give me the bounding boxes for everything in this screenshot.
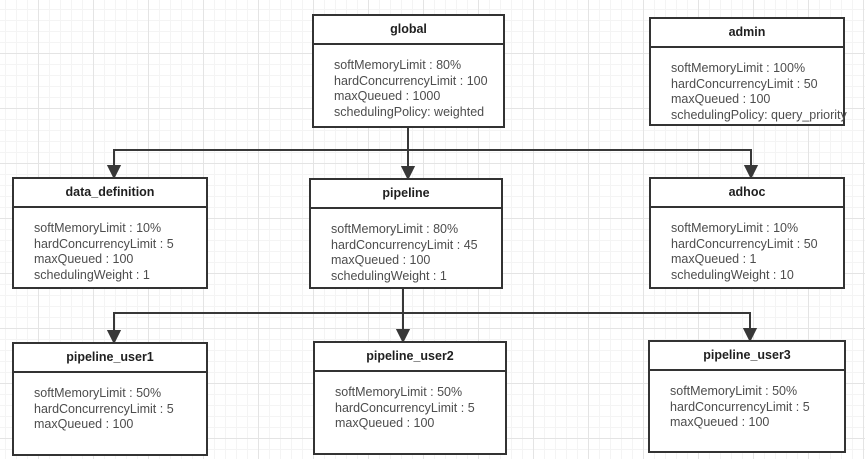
arrow-down-icon bbox=[742, 328, 758, 343]
arrow-down-icon bbox=[400, 166, 416, 181]
node-attribute: hardConcurrencyLimit : 100 bbox=[334, 73, 488, 88]
node-attribute: schedulingWeight : 1 bbox=[34, 267, 150, 282]
edge-global-to-children bbox=[106, 128, 759, 181]
arrow-down-icon bbox=[395, 329, 411, 344]
node-attribute: softMemoryLimit : 80% bbox=[334, 58, 462, 72]
node-pipeline-user1: pipeline_user1 softMemoryLimit : 50% har… bbox=[12, 342, 208, 456]
node-attribute: softMemoryLimit : 10% bbox=[671, 221, 799, 235]
node-body: softMemoryLimit : 80% hardConcurrencyLim… bbox=[311, 209, 501, 284]
node-title: data_definition bbox=[14, 179, 206, 208]
node-attribute: maxQueued : 100 bbox=[335, 416, 435, 430]
node-attribute: schedulingPolicy: query_priority bbox=[671, 107, 847, 122]
arrow-down-icon bbox=[743, 165, 759, 180]
node-body: softMemoryLimit : 50% hardConcurrencyLim… bbox=[315, 372, 505, 432]
node-title: pipeline bbox=[311, 180, 501, 209]
node-pipeline-user2: pipeline_user2 softMemoryLimit : 50% har… bbox=[313, 341, 507, 455]
node-attribute: maxQueued : 1000 bbox=[334, 89, 441, 103]
node-attribute: softMemoryLimit : 50% bbox=[34, 386, 162, 400]
node-title: adhoc bbox=[651, 179, 843, 208]
node-attribute: softMemoryLimit : 10% bbox=[34, 221, 162, 235]
node-attribute: hardConcurrencyLimit : 5 bbox=[34, 401, 174, 416]
node-body: softMemoryLimit : 80% hardConcurrencyLim… bbox=[314, 45, 503, 120]
node-title: pipeline_user1 bbox=[14, 344, 206, 373]
node-attribute: schedulingPolicy: weighted bbox=[334, 104, 485, 119]
node-attribute: maxQueued : 100 bbox=[34, 417, 134, 431]
node-attribute: maxQueued : 100 bbox=[671, 92, 771, 106]
node-attribute: hardConcurrencyLimit : 5 bbox=[335, 400, 475, 415]
node-attribute: hardConcurrencyLimit : 5 bbox=[34, 236, 174, 251]
node-title: pipeline_user3 bbox=[650, 342, 844, 371]
node-body: softMemoryLimit : 100% hardConcurrencyLi… bbox=[651, 48, 847, 123]
node-attribute: maxQueued : 100 bbox=[331, 253, 431, 267]
node-body: softMemoryLimit : 50% hardConcurrencyLim… bbox=[650, 371, 844, 431]
node-admin: admin softMemoryLimit : 100% hardConcurr… bbox=[649, 17, 847, 126]
node-attribute: softMemoryLimit : 50% bbox=[335, 385, 463, 399]
node-body: softMemoryLimit : 10% hardConcurrencyLim… bbox=[651, 208, 843, 283]
node-adhoc: adhoc softMemoryLimit : 10% hardConcurre… bbox=[649, 177, 845, 289]
node-attribute: softMemoryLimit : 50% bbox=[670, 384, 798, 398]
node-attribute: softMemoryLimit : 100% bbox=[671, 61, 806, 75]
node-attribute: schedulingWeight : 1 bbox=[331, 268, 447, 283]
node-pipeline: pipeline softMemoryLimit : 80% hardConcu… bbox=[309, 178, 503, 289]
edge-pipeline-to-children bbox=[106, 289, 758, 345]
node-attribute: hardConcurrencyLimit : 50 bbox=[671, 236, 818, 251]
node-body: softMemoryLimit : 10% hardConcurrencyLim… bbox=[14, 208, 206, 283]
node-global: global softMemoryLimit : 80% hardConcurr… bbox=[312, 14, 505, 128]
node-attribute: maxQueued : 100 bbox=[670, 415, 770, 429]
node-attribute: schedulingWeight : 10 bbox=[671, 267, 794, 282]
node-attribute: softMemoryLimit : 80% bbox=[331, 222, 459, 236]
node-attribute: maxQueued : 100 bbox=[34, 252, 134, 266]
node-title: global bbox=[314, 16, 503, 45]
node-body: softMemoryLimit : 50% hardConcurrencyLim… bbox=[14, 373, 206, 433]
node-attribute: hardConcurrencyLimit : 5 bbox=[670, 399, 810, 414]
arrow-down-icon bbox=[106, 165, 122, 180]
node-attribute: maxQueued : 1 bbox=[671, 252, 757, 266]
node-data-definition: data_definition softMemoryLimit : 10% ha… bbox=[12, 177, 208, 289]
node-title: admin bbox=[651, 19, 843, 48]
node-title: pipeline_user2 bbox=[315, 343, 505, 372]
node-attribute: hardConcurrencyLimit : 45 bbox=[331, 237, 478, 252]
arrow-down-icon bbox=[106, 330, 122, 345]
node-pipeline-user3: pipeline_user3 softMemoryLimit : 50% har… bbox=[648, 340, 846, 453]
node-attribute: hardConcurrencyLimit : 50 bbox=[671, 76, 818, 91]
